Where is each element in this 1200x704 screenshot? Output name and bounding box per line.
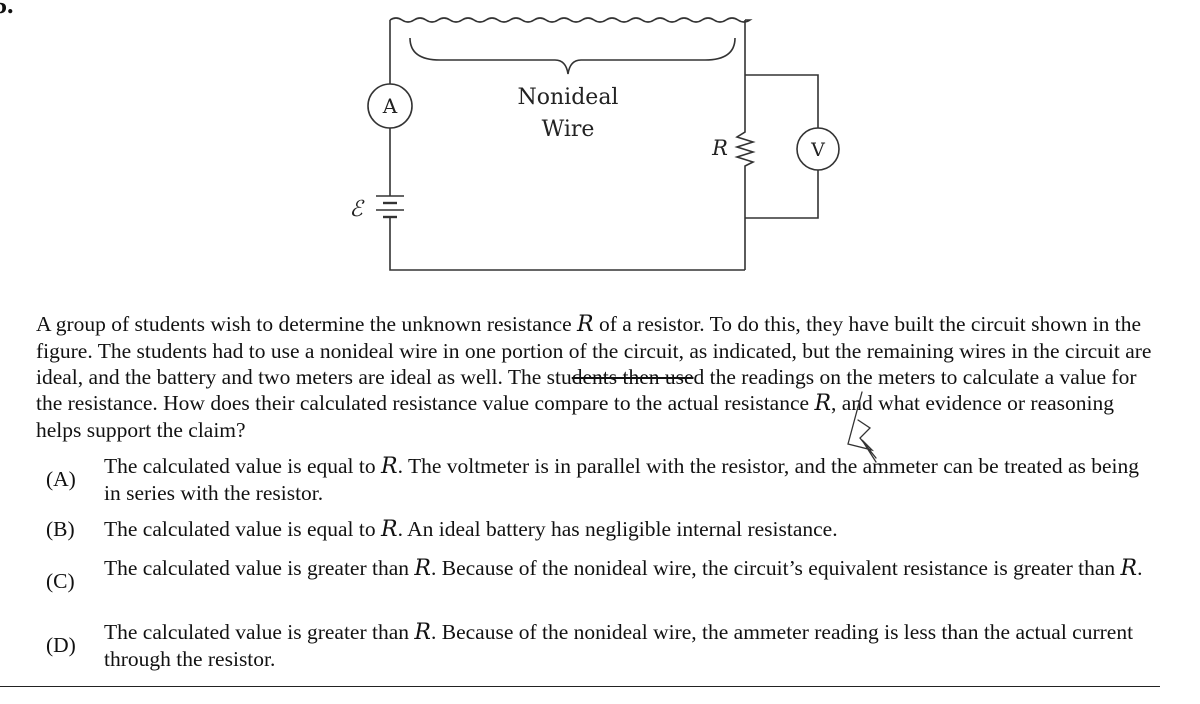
- bottom-wire: [389, 222, 745, 271]
- choice-b-text: The calculated value is equal to R. An i…: [104, 517, 838, 542]
- var-r: R: [577, 312, 594, 337]
- var-r: R: [414, 620, 431, 645]
- question-stem: A group of students wish to determine th…: [36, 311, 1161, 443]
- choice-c-letter: (C): [46, 569, 75, 593]
- circuit-diagram: A V Nonideal Wire R ℰ: [349, 17, 840, 271]
- nonideal-wire: [389, 17, 753, 23]
- wire-brace: [409, 37, 736, 75]
- stem-part4: , and what evidence or reasoning helps s…: [36, 391, 1114, 442]
- resistor-symbol: [734, 128, 756, 270]
- var-r: R: [381, 517, 398, 542]
- emf-label: ℰ: [349, 197, 365, 222]
- choice-d-letter: (D): [46, 633, 76, 657]
- wire-label-line1: Nonideal: [518, 85, 619, 110]
- struck-text: dents then use: [571, 365, 694, 389]
- voltmeter-label: V: [810, 139, 825, 161]
- var-r: R: [381, 454, 398, 479]
- ammeter-label: A: [382, 94, 398, 118]
- stem-part3: d the readings on the meters to calculat…: [36, 365, 1137, 415]
- choice-c-text: The calculated value is greater than R. …: [104, 556, 1143, 581]
- question-number: 5.: [0, 0, 14, 19]
- choice-a-letter: (A): [46, 467, 76, 491]
- battery-symbol: [376, 195, 404, 222]
- choice-a-text: The calculated value is equal to R. The …: [104, 454, 1140, 505]
- wire-label-line2: Wire: [542, 117, 595, 142]
- ammeter-circle: [367, 83, 413, 129]
- stem-part1: A group of students wish to determine th…: [36, 312, 577, 336]
- var-r: R: [1120, 556, 1138, 581]
- voltmeter-branch: [745, 74, 819, 219]
- stem-part2: of a resistor. To do this, they have bui…: [36, 312, 1152, 389]
- choice-b-letter: (B): [46, 517, 75, 541]
- voltmeter-circle: [796, 127, 840, 171]
- var-r: R: [814, 391, 832, 416]
- resistor-label: R: [711, 136, 728, 160]
- bottom-rule: [0, 686, 1160, 687]
- var-r: R: [414, 556, 431, 581]
- choice-d-text: The calculated value is greater than R. …: [104, 620, 1134, 671]
